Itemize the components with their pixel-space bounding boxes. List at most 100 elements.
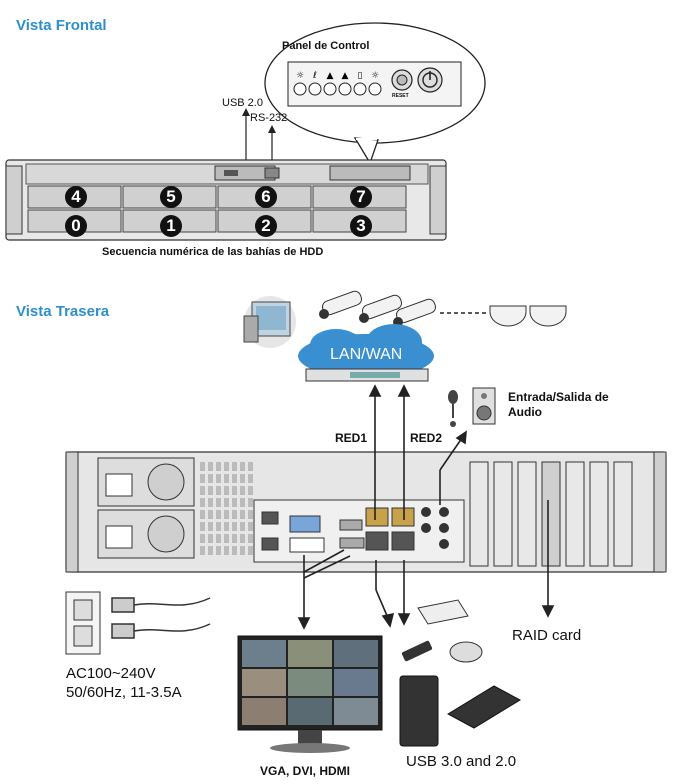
red1-label: RED1 bbox=[335, 431, 368, 445]
power-button-icon bbox=[417, 67, 443, 93]
vent-hole bbox=[224, 534, 229, 543]
power-supply-units bbox=[97, 457, 195, 559]
vent-hole bbox=[216, 522, 221, 531]
vent-hole bbox=[232, 522, 237, 531]
svg-text:▲: ▲ bbox=[327, 71, 334, 81]
vent-hole bbox=[200, 534, 205, 543]
vent-hole bbox=[248, 546, 253, 555]
audio-label: Entrada/Salida de Audio bbox=[508, 390, 609, 419]
vent-hole bbox=[208, 474, 213, 483]
vent-hole bbox=[232, 462, 237, 471]
video-ports-label: VGA, DVI, HDMI bbox=[260, 764, 351, 778]
vent-hole bbox=[208, 534, 213, 543]
bay-number-4: 4 bbox=[65, 186, 87, 208]
svg-text:▯: ▯ bbox=[358, 71, 363, 81]
vent-hole bbox=[208, 522, 213, 531]
monitor-video-tile bbox=[288, 698, 332, 725]
control-panel-title: Panel de Control bbox=[282, 40, 370, 52]
vent-hole bbox=[224, 486, 229, 495]
bay-number-1: 1 bbox=[160, 215, 182, 237]
dome-camera-icons bbox=[489, 305, 567, 327]
hdd-bays bbox=[27, 185, 407, 233]
monitor-video-tile bbox=[334, 698, 378, 725]
vent-hole bbox=[200, 474, 205, 483]
expansion-slot bbox=[469, 461, 489, 567]
expansion-slot bbox=[565, 461, 585, 567]
vent-grid bbox=[200, 462, 253, 555]
vent-hole bbox=[208, 486, 213, 495]
expansion-slot bbox=[517, 461, 537, 567]
vent-hole bbox=[216, 474, 221, 483]
vent-hole bbox=[224, 546, 229, 555]
vent-hole bbox=[200, 510, 205, 519]
power-outlet-icon bbox=[65, 591, 101, 655]
expansion-slot bbox=[541, 461, 561, 567]
mouse-icon bbox=[449, 641, 483, 663]
vent-hole bbox=[200, 522, 205, 531]
vent-hole bbox=[240, 462, 245, 471]
vent-hole bbox=[232, 486, 237, 495]
expansion-slot bbox=[613, 461, 633, 567]
front-port-arrows bbox=[242, 108, 276, 160]
vent-hole bbox=[248, 522, 253, 531]
svg-text:☼: ☼ bbox=[371, 71, 379, 81]
vent-hole bbox=[232, 474, 237, 483]
vent-hole bbox=[248, 474, 253, 483]
hdd-sequence-caption: Secuencia numérica de las bahías de HDD bbox=[102, 246, 324, 258]
svg-text:☼: ☼ bbox=[296, 71, 304, 81]
vent-hole bbox=[240, 522, 245, 531]
vent-hole bbox=[232, 546, 237, 555]
vent-hole bbox=[224, 498, 229, 507]
bay-number-2: 2 bbox=[255, 215, 277, 237]
monitor-video-tile bbox=[334, 640, 378, 667]
expansion-slot bbox=[589, 461, 609, 567]
vent-hole bbox=[216, 486, 221, 495]
keyboard-icon bbox=[417, 599, 469, 625]
control-panel: ☼ ℓ ▲ ▲ ▯ ☼ bbox=[287, 61, 462, 107]
speaker-icon bbox=[472, 387, 496, 425]
vent-hole bbox=[240, 498, 245, 507]
vent-hole bbox=[208, 462, 213, 471]
monitor-video-tile bbox=[242, 640, 286, 667]
reset-label: RESET bbox=[392, 93, 409, 99]
vent-hole bbox=[216, 498, 221, 507]
vent-hole bbox=[240, 534, 245, 543]
rs232-label: RS-232 bbox=[250, 112, 288, 124]
vent-hole bbox=[216, 534, 221, 543]
rear-view-title: Vista Trasera bbox=[16, 303, 110, 320]
vent-hole bbox=[200, 546, 205, 555]
bay-number-3: 3 bbox=[350, 215, 372, 237]
svg-text:▲: ▲ bbox=[342, 71, 349, 81]
vent-hole bbox=[240, 474, 245, 483]
raid-card-label: RAID card bbox=[512, 627, 582, 644]
vent-hole bbox=[224, 510, 229, 519]
vent-hole bbox=[232, 498, 237, 507]
monitor-icon bbox=[237, 635, 383, 753]
vent-hole bbox=[224, 462, 229, 471]
red2-label: RED2 bbox=[410, 431, 443, 445]
usb-front-label: USB 2.0 bbox=[222, 97, 263, 109]
power-cable-icons bbox=[111, 597, 211, 639]
vent-hole bbox=[200, 462, 205, 471]
vent-hole bbox=[248, 498, 253, 507]
vent-hole bbox=[240, 546, 245, 555]
io-panel bbox=[253, 499, 465, 563]
power-spec-label: AC100~240V 50/60Hz, 11-3.5A bbox=[66, 665, 182, 701]
vent-hole bbox=[232, 510, 237, 519]
external-drive-icon bbox=[399, 675, 522, 747]
vent-hole bbox=[208, 510, 213, 519]
monitor-video-tile bbox=[288, 640, 332, 667]
vent-hole bbox=[216, 510, 221, 519]
svg-text:ℓ: ℓ bbox=[312, 71, 317, 81]
vent-hole bbox=[216, 546, 221, 555]
vent-hole bbox=[248, 510, 253, 519]
vent-hole bbox=[200, 486, 205, 495]
bay-number-0: 0 bbox=[65, 215, 87, 237]
control-panel-leds bbox=[293, 82, 382, 96]
vent-hole bbox=[240, 486, 245, 495]
bay-number-5: 5 bbox=[160, 186, 182, 208]
lan-wan-cloud bbox=[298, 324, 434, 378]
expansion-slot bbox=[493, 461, 513, 567]
network-switch-icon bbox=[305, 368, 429, 382]
monitor-video-tile bbox=[288, 669, 332, 696]
